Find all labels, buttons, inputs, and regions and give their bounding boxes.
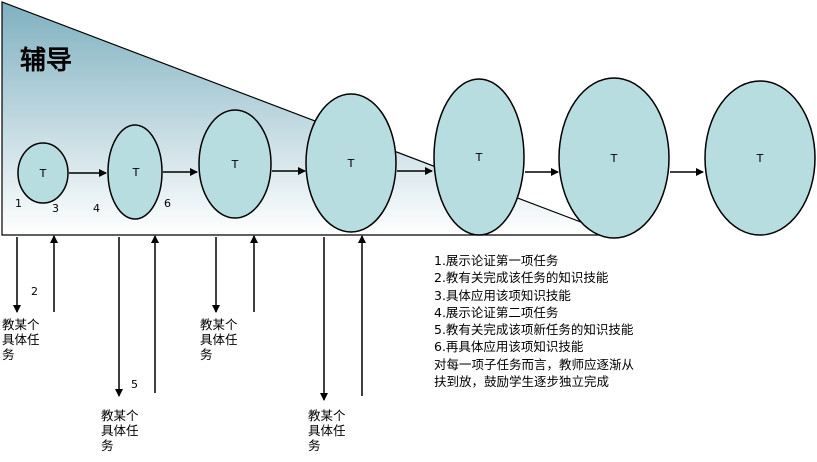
- task-circle-3: [198, 109, 272, 219]
- task-label-4: 教某个 具体任 务: [308, 408, 368, 453]
- note-line-1: 1.展示论证第一项任务: [434, 253, 559, 268]
- circle-labels: T T T T T T T: [39, 151, 764, 180]
- task-label-3-line-1: 教某个: [200, 317, 238, 332]
- task-circle-5: [433, 78, 525, 236]
- task-label-2-line-3: 务: [101, 438, 114, 453]
- explanation-notes: 1.展示论证第一项任务 2.教有关完成该任务的知识技能 3.具体应用该项知识技能…: [434, 252, 634, 390]
- step-number-2: 2: [31, 285, 38, 298]
- circle-label-3: T: [231, 158, 239, 171]
- task-label-1-line-1: 教某个: [2, 317, 40, 332]
- task-label-3: 教某个 具体任 务: [200, 317, 260, 362]
- circle-label-5: T: [475, 151, 483, 164]
- vertical-arrows: [13, 235, 366, 401]
- circle-label-2: T: [132, 166, 140, 179]
- diagram-title: 辅导: [20, 46, 73, 76]
- note-line-3: 3.具体应用该项知识技能: [434, 287, 571, 303]
- task-label-3-line-3: 务: [200, 347, 213, 362]
- step-number-3: 3: [52, 202, 59, 215]
- chain-arrows: [69, 167, 704, 177]
- circle-label-7: T: [756, 152, 764, 165]
- support-triangle: [1, 1, 616, 236]
- task-circle-1: [17, 142, 69, 204]
- note-line-6: 6.再具体应用该项知识技能: [434, 339, 584, 355]
- step-number-1: 1: [15, 197, 22, 210]
- step-number-4: 4: [93, 202, 100, 215]
- note-line-8: 扶到放，鼓励学生逐步独立完成: [434, 374, 610, 390]
- task-circle-4: [305, 93, 397, 233]
- circle-label-6: T: [610, 152, 618, 165]
- task-label-4-line-1: 教某个: [308, 408, 346, 423]
- step-number-5: 5: [131, 378, 138, 391]
- task-label-2-line-1: 教某个: [101, 408, 139, 423]
- note-line-4: 4.展示论证第二项任务: [434, 304, 559, 320]
- note-line-5: 5.教有关完成该项新任务的知识技能: [434, 322, 634, 338]
- circle-label-1: T: [39, 167, 47, 180]
- task-label-1-line-3: 务: [2, 347, 15, 362]
- step-numbers: 1 3 4 6 2 5: [15, 197, 171, 391]
- task-label-2-line-2: 具体任: [101, 423, 139, 438]
- task-label-1: 教某个 具体任 务: [2, 317, 62, 362]
- task-label-1-line-2: 具体任: [2, 332, 40, 347]
- circle-label-4: T: [347, 157, 355, 170]
- task-circle-7: [704, 80, 816, 236]
- note-line-2: 2.教有关完成该任务的知识技能: [434, 270, 609, 286]
- task-label-3-line-2: 具体任: [200, 332, 238, 347]
- task-circles: [17, 77, 816, 239]
- task-label-4-line-2: 具体任: [308, 423, 346, 438]
- note-line-7: 对每一项子任务而言，教师应逐渐从: [434, 356, 635, 372]
- task-label-4-line-3: 务: [308, 438, 321, 453]
- task-label-2: 教某个 具体任 务: [101, 408, 161, 453]
- task-circle-2: [107, 124, 163, 220]
- step-number-6: 6: [164, 197, 171, 210]
- task-circle-6: [558, 77, 670, 239]
